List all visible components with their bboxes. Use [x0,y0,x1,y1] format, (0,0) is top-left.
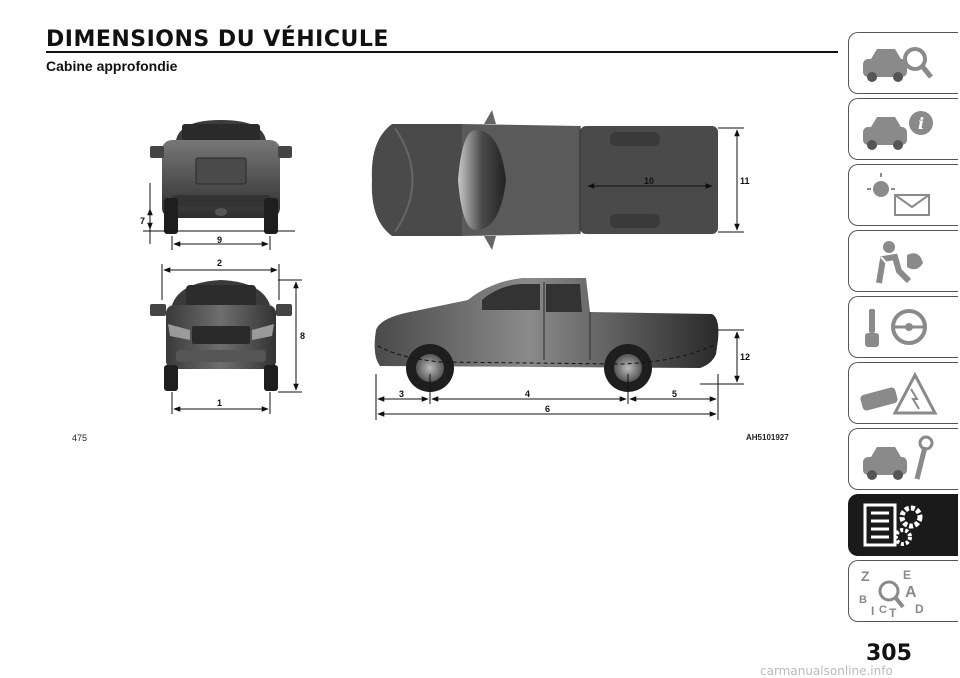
svg-text:Z: Z [861,568,870,584]
tab-warning-lights[interactable] [848,164,958,226]
specs-gears-icon [863,503,923,547]
rear-view-vehicle [150,120,292,234]
side-view-vehicle [374,278,719,392]
svg-text:T: T [889,606,897,617]
svg-text:B: B [859,594,867,606]
car-magnifier-icon [863,47,933,82]
svg-text:i: i [918,114,924,133]
front-view-dimensions [161,264,302,414]
tab-safety[interactable] [848,230,958,292]
callout-4: 4 [525,389,530,399]
title-divider [46,51,838,53]
figure-number: 475 [72,433,88,443]
callout-5: 5 [672,389,677,399]
figure-code: AH5101927 [746,433,789,442]
front-view-vehicle [150,280,292,391]
warning-light-message-icon [867,173,930,216]
page-number: 305 [866,641,912,666]
callout-2: 2 [217,258,222,268]
car-info-icon: i [863,111,933,150]
tab-index[interactable]: Z E B A D I C T [848,560,958,622]
watermark: carmanualsonline.info [760,664,893,678]
callout-12: 12 [740,352,750,362]
svg-text:C: C [879,604,887,616]
callout-6: 6 [545,404,550,414]
steering-wheel-key-icon [865,309,927,347]
top-view-dimensions [587,127,744,233]
rear-view-dimensions [143,183,295,250]
tab-technical-data[interactable] [848,494,958,556]
svg-text:I: I [871,604,874,617]
callout-3: 3 [399,389,404,399]
tab-maintenance[interactable] [848,428,958,490]
alphabetical-index-icon: Z E B A D I C T [859,568,924,617]
callout-10: 10 [644,176,654,186]
callout-11: 11 [740,176,750,186]
top-view-vehicle [371,110,718,250]
callout-8: 8 [300,331,305,341]
car-wrench-icon [863,435,934,480]
seatbelt-airbag-icon [876,241,923,284]
section-subtitle: Cabine approfondie [46,58,178,74]
callout-9: 9 [217,235,222,245]
page-title: DIMENSIONS DU VÉHICULE [46,27,389,52]
side-view-dimensions [375,329,744,420]
car-accident-warning-icon [860,371,938,415]
tab-car-info[interactable]: i [848,98,958,160]
callout-1: 1 [217,398,222,408]
tab-driving[interactable] [848,296,958,358]
svg-text:E: E [903,568,911,582]
tab-emergency[interactable] [848,362,958,424]
callout-7: 7 [140,216,145,226]
svg-text:A: A [905,584,917,601]
svg-text:D: D [915,602,924,616]
tab-car-magnifier[interactable] [848,32,958,94]
